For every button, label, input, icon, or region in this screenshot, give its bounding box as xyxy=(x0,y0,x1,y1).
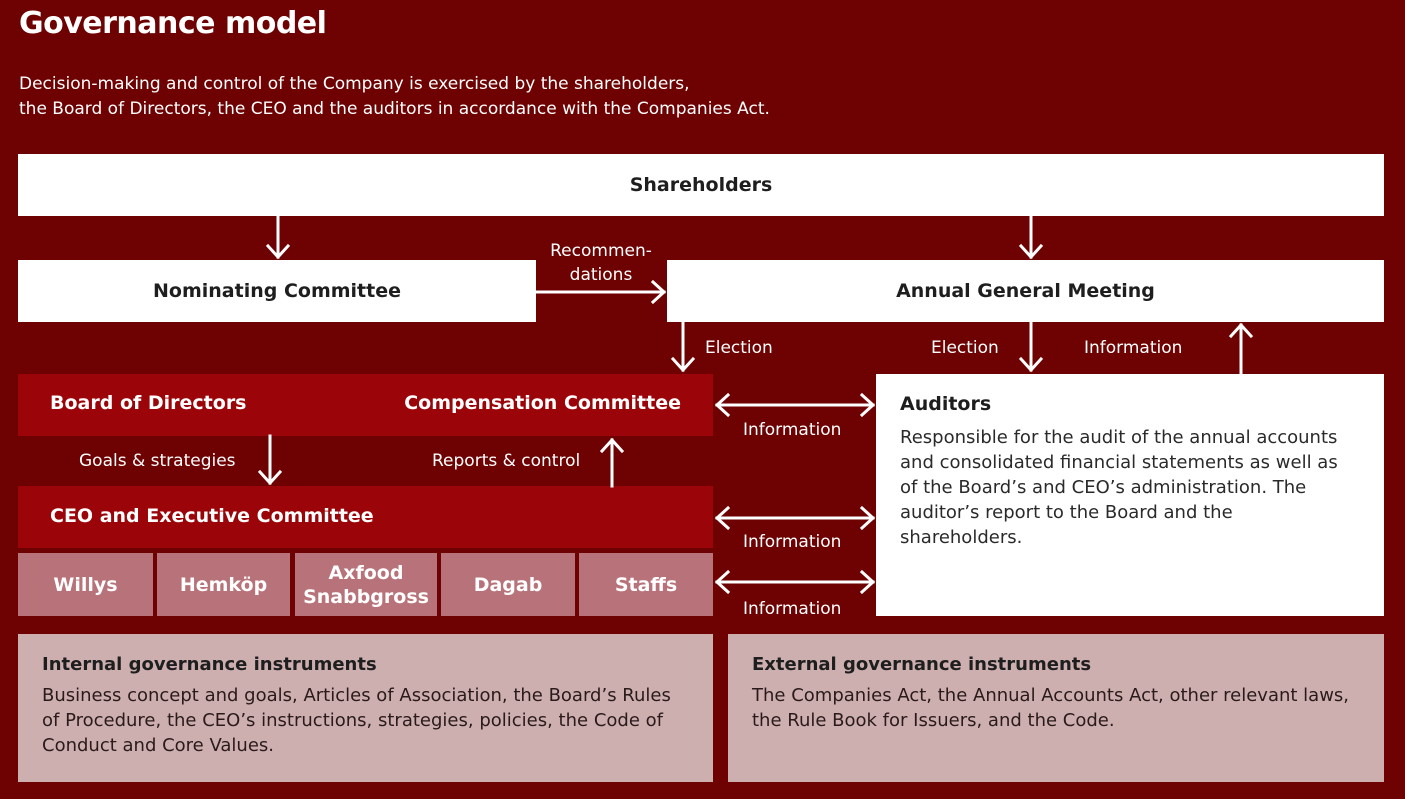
external-instruments-text: The Companies Act, the Annual Accounts A… xyxy=(752,685,1350,731)
page-title: Governance model xyxy=(19,6,327,41)
election-label-right: Election xyxy=(931,338,999,358)
nominating-committee-label: Nominating Committee xyxy=(153,280,401,302)
information-label-board: Information xyxy=(743,420,842,440)
arrow-shareholders-to-agm xyxy=(1018,214,1044,260)
internal-instruments-box: Internal governance instruments Business… xyxy=(18,634,713,782)
unit-willys: Willys xyxy=(18,553,153,616)
arrow-information-ceo xyxy=(714,505,876,531)
unit-label: Hemköp xyxy=(179,573,268,596)
information-label-units: Information xyxy=(743,599,842,619)
board-box: Board of Directors Compensation Committe… xyxy=(18,374,713,436)
recommendations-label: Recommen- dations xyxy=(540,239,662,287)
auditors-title: Auditors xyxy=(900,393,992,415)
ceo-executive-box: CEO and Executive Committee xyxy=(18,486,713,548)
arrow-reports-control xyxy=(599,437,625,488)
recommendations-line-1: Recommen- xyxy=(550,241,652,261)
auditors-box: Auditors Responsible for the audit of th… xyxy=(876,374,1384,616)
auditors-description: Responsible for the audit of the annual … xyxy=(900,427,1338,548)
internal-instruments-text: Business concept and goals, Articles of … xyxy=(42,685,671,756)
intro-line-1: Decision-making and control of the Compa… xyxy=(19,74,690,94)
arrow-information-board xyxy=(714,392,876,418)
unit-staffs: Staffs xyxy=(579,553,713,616)
annual-general-meeting-label: Annual General Meeting xyxy=(896,280,1155,302)
shareholders-label: Shareholders xyxy=(629,174,773,196)
election-label-left: Election xyxy=(705,338,773,358)
unit-dagab: Dagab xyxy=(441,553,575,616)
external-instruments-title: External governance instruments xyxy=(752,654,1092,675)
information-label-top: Information xyxy=(1084,338,1183,358)
board-of-directors-label: Board of Directors xyxy=(50,392,247,414)
external-instruments-box: External governance instruments The Comp… xyxy=(728,634,1384,782)
nominating-committee-box: Nominating Committee xyxy=(18,260,536,322)
reports-control-label: Reports & control xyxy=(432,451,581,471)
arrow-election-board xyxy=(670,320,696,373)
goals-strategies-label: Goals & strategies xyxy=(79,451,236,471)
unit-label: Willys xyxy=(53,573,118,596)
unit-label: Dagab xyxy=(473,573,543,596)
recommendations-line-2: dations xyxy=(569,265,633,285)
arrow-information-agm xyxy=(1228,322,1254,376)
annual-general-meeting-box: Annual General Meeting xyxy=(667,260,1384,322)
unit-hemkop: Hemköp xyxy=(157,553,290,616)
unit-label-line-1: Axfood xyxy=(328,561,404,584)
arrow-information-units xyxy=(714,569,876,595)
shareholders-box: Shareholders xyxy=(18,154,1384,216)
arrow-election-auditors xyxy=(1018,320,1044,373)
arrow-shareholders-to-nominating xyxy=(265,214,291,260)
compensation-committee-label: Compensation Committee xyxy=(404,392,681,414)
unit-label-line-2: Snabbgross xyxy=(303,585,429,608)
intro-text: Decision-making and control of the Compa… xyxy=(19,72,770,122)
information-label-ceo: Information xyxy=(743,532,842,552)
unit-label: Staffs xyxy=(614,573,678,596)
internal-instruments-title: Internal governance instruments xyxy=(42,654,377,675)
unit-axfood-snabbgross: Axfood Snabbgross xyxy=(295,553,437,616)
arrow-goals-strategies xyxy=(257,434,283,486)
intro-line-2: the Board of Directors, the CEO and the … xyxy=(19,99,770,119)
ceo-executive-label: CEO and Executive Committee xyxy=(50,505,374,527)
